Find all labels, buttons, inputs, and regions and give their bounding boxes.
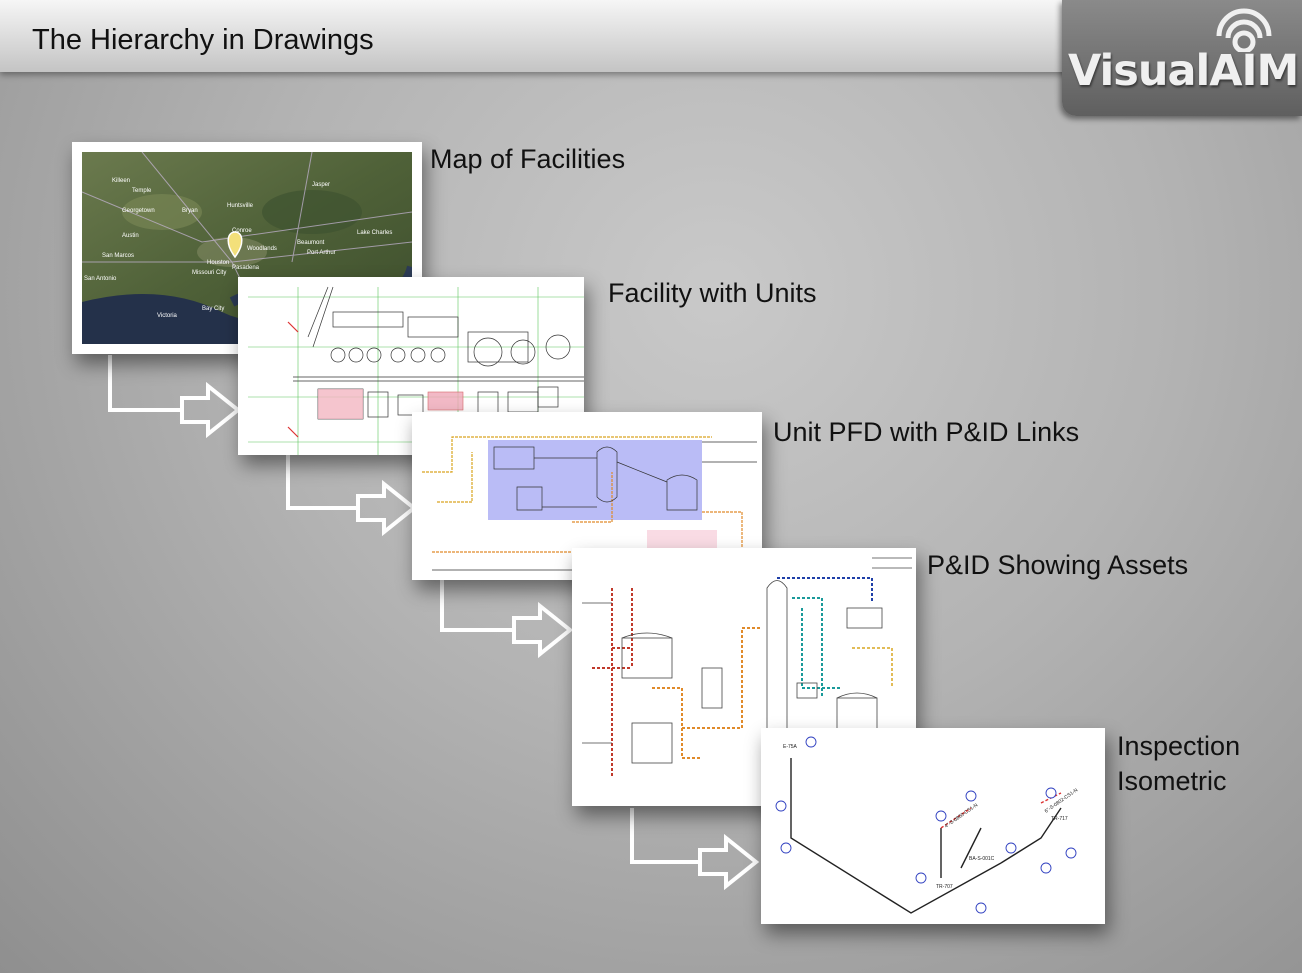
map-place-label: Lake Charles: [357, 230, 392, 236]
map-place-label: San Marcos: [102, 253, 134, 259]
level-label-pid: P&ID Showing Assets: [927, 550, 1189, 580]
map-place-label: Victoria: [157, 313, 178, 319]
connector-arrow-1: [108, 355, 182, 412]
isometric-card[interactable]: E-75A BA-S-001C TR-707 TR-717 4"-S-0860-…: [761, 728, 1105, 924]
logo-signal-icon: [1216, 8, 1272, 52]
map-place-label: Temple: [132, 188, 152, 194]
map-pin-icon: [227, 231, 243, 259]
connector-arrow-4: [630, 808, 700, 864]
map-place-label: Pasadena: [232, 265, 260, 271]
connector-arrow-3: [440, 580, 514, 632]
pid-card[interactable]: [572, 548, 916, 806]
page-title: The Hierarchy in Drawings: [32, 24, 374, 56]
level-label-map: Map of Facilities: [430, 144, 626, 174]
map-place-label: Bryan: [182, 208, 198, 214]
map-place-label: San Antonio: [84, 276, 117, 282]
connector-arrow-2: [286, 455, 358, 510]
arrow-head-2: [356, 479, 418, 537]
map-place-label: Woodlands: [247, 246, 277, 252]
map-place-label: Beaumont: [297, 240, 325, 246]
level-label-pfd: Unit PFD with P&ID Links: [773, 417, 1080, 447]
iso-tag: BA-S-001C: [969, 856, 995, 862]
arrow-head-3: [512, 601, 574, 659]
map-place-label: Huntsville: [227, 203, 254, 209]
map-place-label: Georgetown: [122, 208, 155, 214]
level-label-isometric: Inspection Isometric: [1117, 729, 1240, 799]
map-place-label: Conroe: [232, 228, 252, 234]
isometric-drawing-image: E-75A BA-S-001C TR-707 TR-717 4"-S-0860-…: [761, 728, 1105, 924]
map-place-label: Austin: [122, 233, 139, 239]
arrow-head-4: [698, 833, 760, 891]
map-place-label: Port Arthur: [307, 250, 336, 256]
pid-drawing-image: [572, 548, 916, 806]
iso-tag: TR-707: [936, 884, 953, 890]
map-place-label: Missouri City: [192, 270, 226, 276]
map-place-label: Jasper: [312, 182, 330, 188]
level-label-facility: Facility with Units: [608, 278, 817, 308]
arrow-head-1: [180, 381, 242, 439]
visualaim-logo: VisualAIM: [1062, 0, 1302, 116]
iso-tag: TR-717: [1051, 816, 1068, 822]
level-label-isometric-line2: Isometric: [1117, 766, 1227, 797]
map-place-label: Killeen: [112, 178, 130, 184]
map-place-label: Houston: [207, 260, 229, 266]
logo-text: VisualAIM: [1068, 46, 1299, 96]
level-label-isometric-line1: Inspection: [1117, 731, 1241, 761]
iso-tag: E-75A: [783, 744, 798, 750]
map-place-label: Bay City: [202, 306, 224, 312]
